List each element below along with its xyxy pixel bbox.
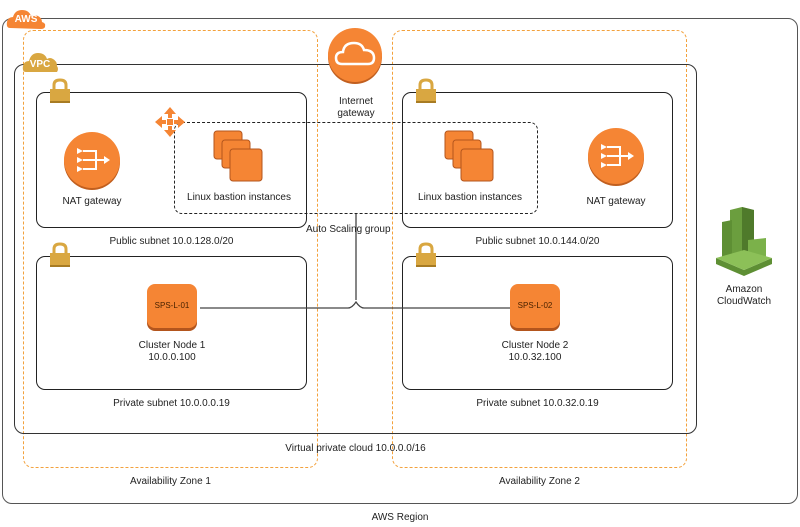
private-subnet-1: [36, 256, 307, 390]
lock-icon: [47, 78, 73, 104]
availability-zone-1-label: Availability Zone 1: [130, 476, 211, 487]
internet-gateway-label-line2: gateway: [337, 108, 375, 119]
private-subnet-2: [402, 256, 673, 390]
lock-icon: [413, 78, 439, 104]
cluster-node-2-label: Cluster Node 2 10.0.32.100: [485, 340, 585, 364]
aws-region-label: AWS Region: [371, 512, 429, 523]
cluster-node-1-name: Cluster Node 1: [138, 340, 206, 351]
cluster-node-1[interactable]: SPS-L-01: [147, 284, 197, 328]
bastion-1-label: Linux bastion instances: [187, 192, 291, 203]
internet-gateway-label-line1: Internet: [339, 96, 373, 107]
bastion-2-label: Linux bastion instances: [418, 192, 522, 203]
public-subnet-1-label: Public subnet 10.0.128.0/20: [109, 236, 234, 247]
lock-icon: [413, 242, 439, 268]
private-subnet-2-label: Private subnet 10.0.32.0.19: [476, 398, 599, 409]
cloud-icon: [22, 53, 58, 72]
cloudwatch-label-line1: Amazon: [725, 284, 763, 295]
cluster-node-2-ip: 10.0.32.100: [508, 352, 562, 363]
nat-gateway-2-label: NAT gateway: [586, 196, 646, 207]
auto-scaling-icon: [155, 107, 185, 137]
availability-zone-2: [392, 30, 687, 468]
aws-badge-label: AWS: [14, 14, 38, 25]
ec2-instances-icon[interactable]: [444, 130, 495, 185]
ec2-instances-icon[interactable]: [213, 130, 264, 185]
private-subnet-1-label: Private subnet 10.0.0.0.19: [113, 398, 230, 409]
vpc-cloud-badge: VPC: [22, 50, 58, 74]
cloudwatch-label: Amazon CloudWatch: [704, 284, 784, 308]
vpc-label: Virtual private cloud 10.0.0.0/16: [285, 443, 426, 454]
nat-gateway-icon[interactable]: [588, 128, 644, 184]
public-subnet-2: [402, 92, 673, 228]
internet-gateway-label: Internet gateway: [316, 96, 396, 120]
aws-cloud-badge: AWS: [6, 8, 46, 30]
cloudwatch-label-line2: CloudWatch: [716, 296, 772, 307]
cluster-node-1-label: Cluster Node 1 10.0.0.100: [122, 340, 222, 364]
cluster-node-2[interactable]: SPS-L-02: [510, 284, 560, 328]
auto-scaling-group-label: Auto Scaling group: [306, 224, 391, 235]
nat-gateway-icon[interactable]: [64, 132, 120, 188]
nat-gateway-1-label: NAT gateway: [62, 196, 122, 207]
internet-gateway-icon[interactable]: [328, 28, 382, 82]
cluster-node-1-ip: 10.0.0.100: [148, 352, 196, 363]
public-subnet-1: [36, 92, 307, 228]
cloud-icon: [334, 41, 376, 66]
cluster-node-2-name: Cluster Node 2: [501, 340, 569, 351]
cluster-link-line: [200, 300, 510, 309]
vpc-badge-label: VPC: [29, 59, 51, 70]
cloudwatch-icon[interactable]: [714, 206, 774, 276]
availability-zone-1: [23, 30, 318, 468]
public-subnet-2-label: Public subnet 10.0.144.0/20: [475, 236, 600, 247]
auto-scaling-group-box: [174, 122, 538, 214]
aws-region-container: [2, 18, 798, 504]
availability-zone-2-label: Availability Zone 2: [499, 476, 580, 487]
cloud-icon: [6, 10, 46, 29]
lock-icon: [47, 242, 73, 268]
